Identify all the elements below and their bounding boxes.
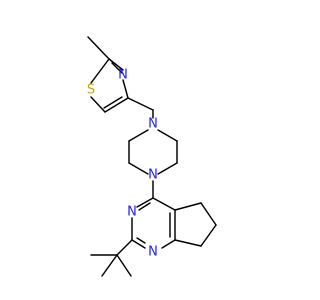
pyrimidine-c2-n1-inner-bond	[136, 237, 146, 244]
thiazole-nitrogen: N	[118, 68, 128, 83]
piperazine-n1-c2-bond	[128, 129, 149, 142]
thiazole-n3-c4-bond	[122, 79, 129, 99]
tert-butyl-bond	[116, 239, 133, 256]
pyrimidine-n1-c6-bond	[161, 239, 176, 249]
piperazine-nitrogen-top: N	[148, 117, 158, 132]
thiazole-c2-n3-inner-bond	[111, 62, 123, 74]
methyl-bond	[87, 36, 110, 60]
cyclopentane-ch2-c6-bond	[174, 239, 202, 247]
pyrimidine-c2-n1-bond	[131, 239, 146, 249]
structure-svg: S N N N N N	[87, 36, 217, 277]
thiazole-c2-n3-bond	[108, 58, 124, 71]
cyclopentane-ch2-ch2-bond	[200, 202, 217, 226]
piperazine-c6-n1-bond	[157, 129, 178, 142]
thiazole-sulfur: S	[87, 83, 95, 98]
piperazine-n4-c5-bond	[157, 162, 178, 175]
bond-lines	[87, 36, 217, 277]
thiazole-c4-c5-bond	[104, 97, 129, 113]
molecule-canvas: S N N N N N	[86, 36, 217, 277]
thiazole-s1-c2-bond	[90, 58, 110, 84]
cyclopentane-c5-ch2-bond	[174, 202, 202, 211]
thiazole-c5-s1-bond	[90, 96, 106, 113]
pyrimidine-c5-c4-bond	[152, 197, 176, 211]
tert-butyl-methyl-right-bond	[116, 254, 132, 277]
piperazine-c3-n4-bond	[128, 162, 149, 175]
pyrimidine-c4-n3-bond	[136, 197, 154, 208]
thiazole-c4-c5-inner-bond	[103, 96, 123, 109]
pyrimidine-c4-n3-inner-bond	[138, 202, 151, 211]
cyclopentane-ch2-ch2-lower-bond	[200, 224, 217, 247]
piperazine-nitrogen-bottom: N	[148, 168, 158, 183]
pyrimidine-nitrogen-left: N	[127, 205, 137, 220]
thiazole-ch2-bond	[127, 97, 154, 111]
pyrimidine-nitrogen-bottom: N	[148, 245, 158, 260]
tert-butyl-methyl-bottom-bond	[101, 254, 118, 277]
atom-labels: S N N N N N	[87, 68, 158, 260]
